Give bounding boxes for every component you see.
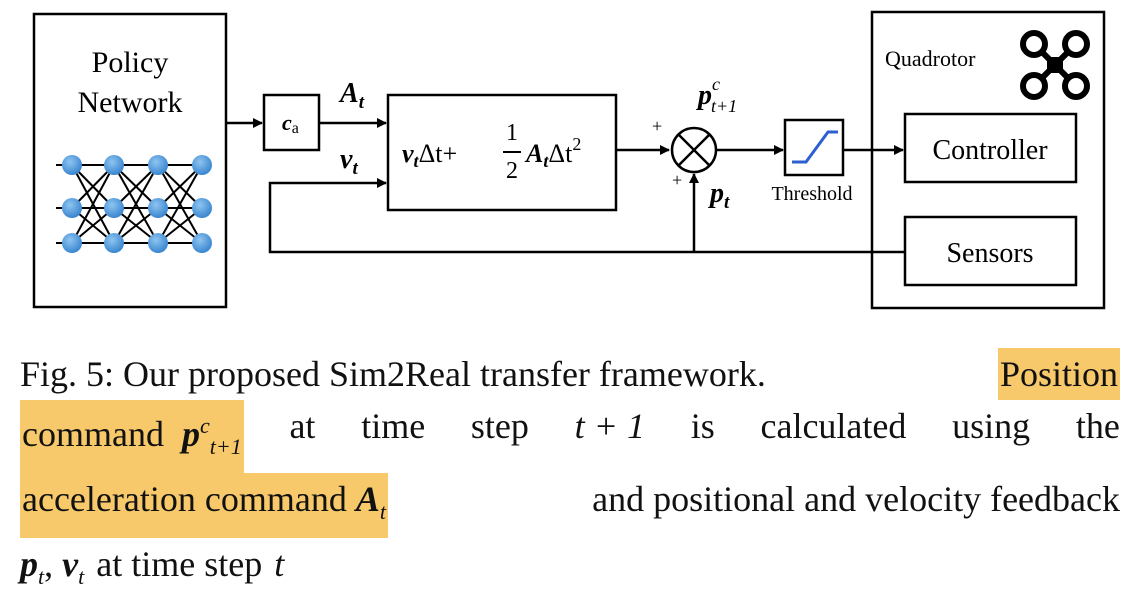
quadrotor-box [870, 10, 1106, 310]
policy-network-box [32, 12, 228, 309]
caption-word-using: using [952, 406, 1031, 446]
controller-label: Controller [932, 135, 1048, 166]
integrator-formula: vtΔt+ 1 2 AtΔt2 [402, 120, 581, 184]
velocity-feedback-line [268, 178, 905, 254]
sum-plus-top: + [652, 116, 662, 136]
caption-word-the: the [1075, 406, 1120, 446]
caption-feedback-text: and positional and velocity feedback [592, 479, 1120, 520]
threshold-label: Threshold [771, 183, 852, 205]
quadrotor-label: Quadrotor [885, 46, 976, 71]
sensors-label: Sensors [946, 238, 1033, 269]
caption-intro: Fig. 5: Our proposed Sim2Real transfer f… [20, 354, 766, 394]
svg-text:2: 2 [506, 158, 518, 184]
caption-word-is: is [690, 406, 715, 446]
caption-line-2: command pct+1 at time step t + 1 is calc… [20, 400, 1120, 474]
controller-block [903, 112, 1078, 184]
svg-text:1: 1 [506, 120, 518, 146]
caption-math-t-plus-1: t + 1 [574, 406, 645, 446]
caption-word-time: time [361, 406, 426, 446]
threshold-block [783, 118, 845, 177]
caption-word-step: step [470, 406, 529, 446]
accel-label: At [338, 78, 365, 113]
caption-t-symbol: t [274, 544, 285, 585]
caption-line-4: pt, vt at time step t [20, 538, 1120, 603]
integrator-block [386, 93, 618, 212]
threshold-saturation-icon [792, 130, 838, 164]
figure-caption: Fig. 5: Our proposed Sim2Real transfer f… [20, 348, 1120, 604]
caption-word-calculated: calculated [760, 406, 907, 446]
caption-highlight-position: Position [997, 348, 1120, 400]
caption-word-at: at [289, 406, 316, 446]
position-feedback-label: pt [708, 178, 730, 213]
scale-block-label: ca [282, 110, 299, 137]
quadrotor-drone-icon [1020, 30, 1090, 100]
caption-line-3: acceleration command At and positional a… [20, 473, 1120, 539]
caption-time-step-text: at time step [96, 544, 263, 585]
caption-highlight-acceleration: acceleration command At [20, 473, 388, 539]
policy-network-title-line1: Policy [92, 46, 169, 79]
caption-line-1: Fig. 5: Our proposed Sim2Real transfer f… [20, 348, 1120, 400]
sum-plus-bottom: + [672, 170, 682, 190]
caption-highlight-command: command pct+1 [20, 400, 244, 474]
svg-text:vtΔt+: vtΔt+ [402, 139, 457, 171]
sensors-block [903, 215, 1078, 287]
neural-network-icon [56, 155, 212, 253]
caption-feedback-symbols: pt, vt [20, 544, 85, 590]
policy-network-title-line2: Network [78, 86, 183, 119]
framework-diagram: Policy Network ca At vt [32, 10, 1106, 310]
summing-junction [670, 126, 718, 174]
velocity-label: vt [340, 144, 358, 179]
svg-text:AtΔt2: AtΔt2 [524, 134, 581, 171]
